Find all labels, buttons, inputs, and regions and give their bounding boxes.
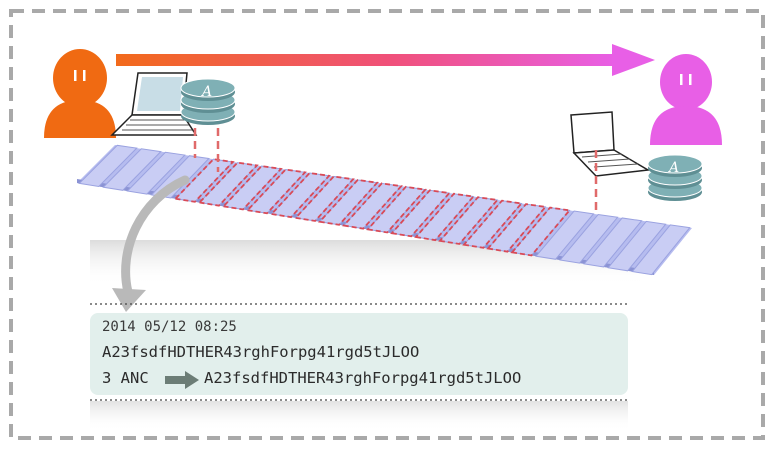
block xyxy=(78,144,138,187)
highlighted-block xyxy=(341,182,403,230)
block xyxy=(102,148,162,191)
block xyxy=(583,217,643,268)
record-hash: A23fsdfHDTHER43rghForpg41rgd5tJLOO xyxy=(102,343,420,361)
block xyxy=(535,210,595,260)
record-pointer-arrow xyxy=(112,175,190,312)
highlighted-block xyxy=(414,192,476,242)
transaction-hash: A23fsdfHDTHER43rghForpg41rgd5tJLOO xyxy=(204,369,522,387)
record-timestamp: 2014 05/12 08:25 xyxy=(102,319,237,335)
coin-symbol: A xyxy=(200,84,212,100)
laptop-icon xyxy=(570,111,651,177)
highlighted-block xyxy=(317,178,379,226)
coin-link-lines xyxy=(193,128,598,212)
block-list xyxy=(78,144,691,276)
highlighted-block xyxy=(173,158,235,203)
highlighted-block xyxy=(293,175,355,222)
transfer-arrow-icon xyxy=(116,44,655,76)
highlighted-block xyxy=(438,196,500,245)
highlighted-block xyxy=(197,161,259,207)
recorded-transaction-blocks xyxy=(173,158,572,257)
block xyxy=(463,200,523,249)
highlighted-block xyxy=(390,189,452,238)
transaction-amount: 3 ANC xyxy=(102,369,149,387)
block xyxy=(559,213,619,264)
transaction-record: 2014 05/12 08:25 A23fsdfHDTHER43rghForpg… xyxy=(90,313,628,395)
block xyxy=(511,207,571,257)
coin-symbol: A xyxy=(667,160,679,176)
block xyxy=(126,151,186,195)
sender-person-icon xyxy=(44,49,116,138)
highlighted-block xyxy=(245,168,307,215)
block xyxy=(487,203,547,253)
record-shadow xyxy=(90,401,628,431)
receiver-person-icon xyxy=(650,54,722,145)
block xyxy=(607,220,667,272)
highlighted-block xyxy=(366,185,428,234)
outer-dashed-border xyxy=(9,9,765,440)
coin-stack-icon: A xyxy=(180,78,236,126)
block xyxy=(631,224,691,276)
highlighted-block xyxy=(269,172,331,219)
arrow-right-icon xyxy=(165,371,199,389)
coin-stack-icon: A xyxy=(647,154,703,202)
highlighted-block xyxy=(221,165,283,211)
